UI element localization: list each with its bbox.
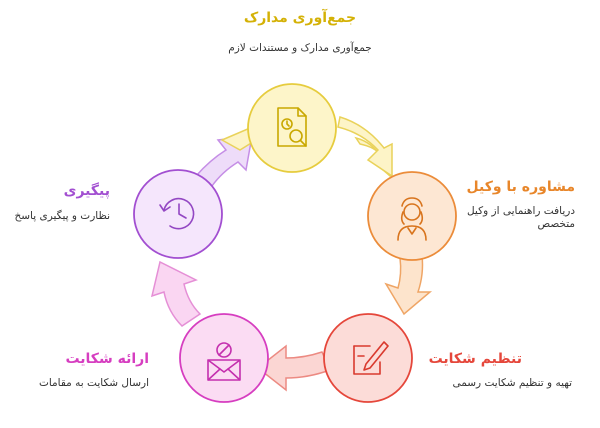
arrow-consult-to-draft bbox=[384, 255, 433, 316]
step-title-draft: تنظیم شکایت bbox=[428, 351, 522, 367]
document-pen-icon bbox=[353, 341, 389, 375]
step-title-collect: جمع‌آوری مدارک bbox=[243, 10, 357, 26]
step-desc-draft: تهیه و تنظیم شکایت رسمی bbox=[452, 377, 572, 389]
step-title-followup: پیگیری bbox=[63, 183, 110, 199]
node-collect bbox=[247, 83, 337, 173]
node-followup bbox=[133, 169, 223, 259]
step-desc-followup: نظارت و پیگیری پاسخ bbox=[14, 210, 110, 222]
step-desc-submit: ارسال شکایت به مقامات bbox=[38, 377, 149, 389]
step-title-submit: ارائه شکایت bbox=[65, 351, 149, 367]
arrow-submit-to-followup bbox=[150, 260, 202, 327]
node-submit bbox=[179, 313, 269, 403]
cycle-arrows bbox=[150, 116, 433, 392]
lawyer-icon bbox=[397, 197, 427, 241]
node-draft bbox=[323, 313, 413, 403]
arrow-draft-to-submit bbox=[256, 344, 332, 392]
step-title-consult: مشاوره با وکیل bbox=[466, 179, 575, 195]
step-desc-collect: جمع‌آوری مدارک و مستندات لازم bbox=[228, 42, 372, 54]
document-search-icon bbox=[277, 107, 307, 147]
step-desc-consult-line2: متخصص bbox=[537, 218, 575, 230]
envelope-icon bbox=[207, 342, 241, 381]
arrow-collect-to-consult-body bbox=[337, 116, 393, 178]
clock-refresh-icon bbox=[159, 197, 195, 230]
node-consult bbox=[367, 171, 457, 261]
step-desc-consult-line1: دریافت راهنمایی از وکیل bbox=[466, 205, 575, 217]
